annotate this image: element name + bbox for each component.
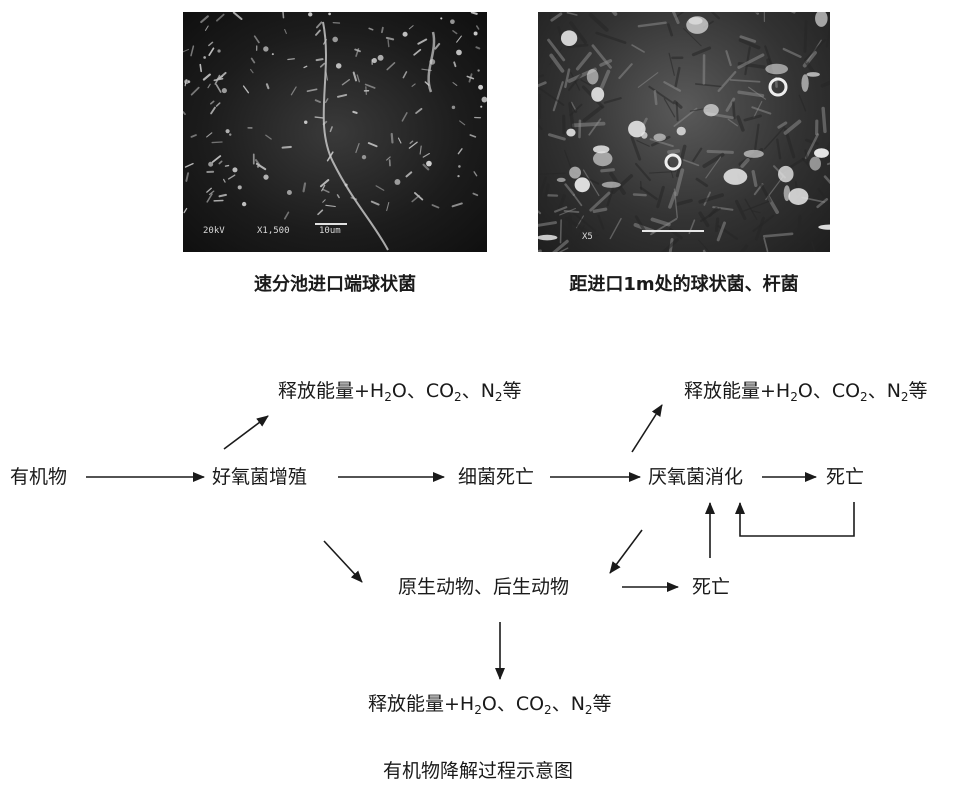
node-release-energy-top-right: 释放能量+H2O、CO2、N2等 <box>684 380 928 404</box>
node-release-energy-bottom: 释放能量+H2O、CO2、N2等 <box>368 693 612 717</box>
arrow-death-loop-back <box>735 502 855 537</box>
caption-inlet-cocci: 速分池进口端球状菌 <box>254 274 416 295</box>
arrow-anaerobic-to-release <box>631 404 663 453</box>
node-death-right: 死亡 <box>826 466 865 488</box>
diagram-title: 有机物降解过程示意图 <box>382 760 573 782</box>
caption-1m-cocci-rods: 距进口1m处的球状菌、杆菌 <box>569 274 799 295</box>
micrograph-1m-cocci-rods: X5 <box>538 12 830 252</box>
micrograph-texture <box>538 12 830 252</box>
micrograph-texture <box>183 12 487 251</box>
scale-length: 10um <box>319 226 341 236</box>
node-release-energy-top-left: 释放能量+H2O、CO2、N2等 <box>278 380 522 404</box>
arrow-aerobic-to-release <box>223 415 269 450</box>
scale-bar-line <box>315 223 347 225</box>
micrograph-inlet-cocci: 20kV X1,500 10um <box>183 12 487 252</box>
node-bacteria-death: 细菌死亡 <box>458 466 535 488</box>
scale-bar-line <box>642 230 704 232</box>
node-aerobic-proliferation: 好氧菌增殖 <box>212 466 308 488</box>
node-protozoa-metazoa: 原生动物、后生动物 <box>398 576 570 598</box>
scale-magnification: X5 <box>582 232 593 242</box>
arrow-aerobic-to-protozoa <box>323 540 363 583</box>
node-anaerobic-digestion: 厌氧菌消化 <box>648 466 744 488</box>
scale-voltage: 20kV <box>203 226 225 236</box>
scale-magnification: X1,500 <box>257 226 290 236</box>
arrow-anaerobic-to-protozoa <box>609 529 643 574</box>
node-death-lower: 死亡 <box>692 576 731 598</box>
node-organic-matter: 有机物 <box>10 466 68 488</box>
